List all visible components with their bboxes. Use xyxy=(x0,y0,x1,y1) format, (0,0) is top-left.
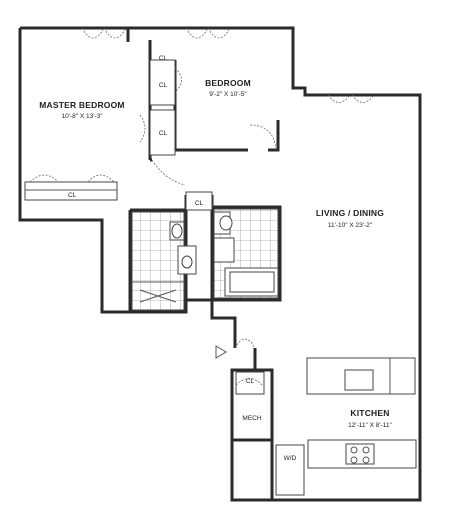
bedroom-name: BEDROOM xyxy=(205,78,251,88)
hall-closet: CL xyxy=(185,191,213,211)
mech-label: MECH xyxy=(242,415,261,422)
entry-arrow-icon xyxy=(215,345,227,359)
washer-dryer: W/D xyxy=(275,444,305,496)
mech-room: MECH xyxy=(242,415,261,422)
living-dining-name: LIVING / DINING xyxy=(316,208,384,218)
kitchen-dims: 12'-11" X 8'-11" xyxy=(348,422,392,429)
entry-closet-label: CL xyxy=(246,378,255,385)
master-bedroom-dims: 10'-8" X 13'-3" xyxy=(61,113,103,120)
kitchen-name: KITCHEN xyxy=(350,408,389,418)
washer-dryer-label: W/D xyxy=(284,455,297,462)
master-reach-in-closet: CL xyxy=(24,174,118,201)
hall-closet-label: CL xyxy=(195,200,204,207)
kitchen-sink xyxy=(344,369,374,391)
master-walk-in-closets: CL CL xyxy=(139,59,182,156)
bathroom-one xyxy=(131,211,197,311)
room-labels: MASTER BEDROOM 10'-8" X 13'-3" BEDROOM 9… xyxy=(39,78,392,429)
kitchen-cooktop xyxy=(345,443,375,465)
master-closet-label: CL xyxy=(68,192,77,199)
bedroom-closet: CL xyxy=(159,55,168,62)
walk-in-closet-label-1: CL xyxy=(159,82,168,89)
bedroom-closet-label: CL xyxy=(159,55,168,62)
kitchen-counters xyxy=(306,357,417,469)
entry-closet: CL xyxy=(215,338,265,395)
master-bedroom-name: MASTER BEDROOM xyxy=(39,100,124,110)
window-swings xyxy=(81,27,375,186)
walk-in-closet-label-2: CL xyxy=(159,130,168,137)
bedroom-dims: 9'-2" X 10'-5" xyxy=(209,91,247,98)
living-dining-dims: 11'-10" X 23'-2" xyxy=(328,222,373,229)
bathroom-two xyxy=(213,208,279,299)
